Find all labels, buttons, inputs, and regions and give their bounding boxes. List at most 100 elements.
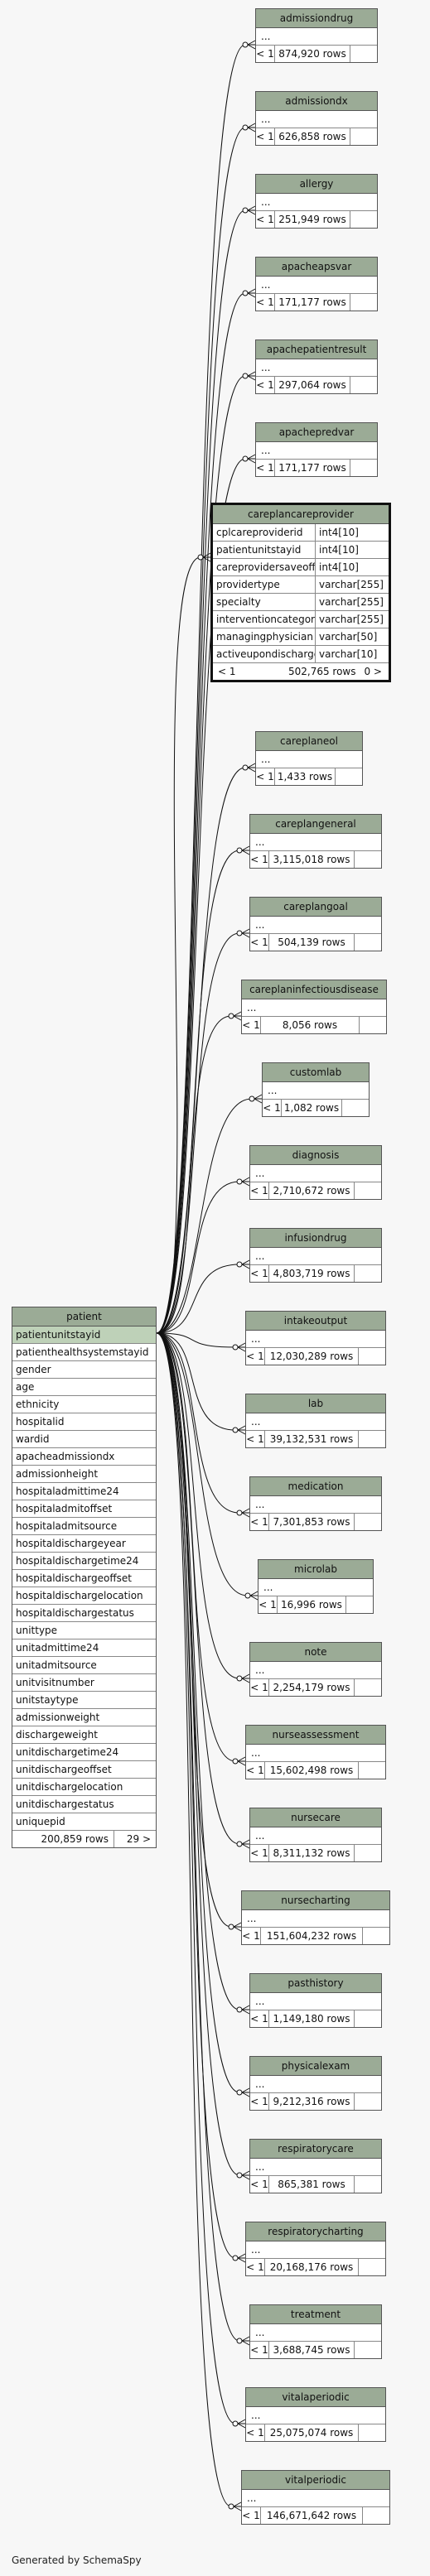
column-hospitaladmittime24[interactable]: hospitaladmittime24 [12, 1483, 156, 1500]
column-name: providertype [213, 576, 316, 593]
column-hospitaldischargeoffset[interactable]: hospitaldischargeoffset [12, 1570, 156, 1587]
relationship-edge [156, 1332, 245, 2424]
column-age[interactable]: age [12, 1379, 156, 1396]
column-admissionweight[interactable]: admissionweight [12, 1709, 156, 1726]
column-unitstaytype[interactable]: unitstaytype [12, 1692, 156, 1709]
table-header: medication [250, 1477, 381, 1496]
relationship-edge [156, 1332, 241, 2507]
crows-foot-marker [241, 928, 250, 938]
column-unitdischargeoffset[interactable]: unitdischargeoffset [12, 1761, 156, 1779]
column-hospitaldischargelocation[interactable]: hospitaldischargelocation [12, 1587, 156, 1605]
optional-marker [249, 1095, 255, 1102]
column-patienthealthsystemstayid[interactable]: patienthealthsystemstayid [12, 1344, 156, 1361]
children-count [350, 377, 377, 393]
row-count: 151,604,232 rows [261, 1928, 363, 1944]
parents-count: < 1 [256, 460, 275, 476]
parents-count: < 1 [250, 1679, 269, 1696]
relationship-edge [156, 1332, 249, 2342]
column-hospitaladmitsource[interactable]: hospitaladmitsource [12, 1518, 156, 1535]
column-row[interactable]: careprovidersaveoffsetint4[10] [213, 559, 389, 576]
optional-marker [232, 2255, 239, 2261]
column-admissionheight[interactable]: admissionheight [12, 1466, 156, 1483]
column-unitdischargetime24[interactable]: unitdischargetime24 [12, 1744, 156, 1761]
column-hospitaladmitoffset[interactable]: hospitaladmitoffset [12, 1500, 156, 1518]
parents-count: < 1 [256, 294, 275, 311]
parents-count: < 1 [250, 934, 269, 951]
optional-marker [236, 1509, 243, 1516]
column-unitadmittime24[interactable]: unitadmittime24 [12, 1639, 156, 1657]
column-unitdischargestatus[interactable]: unitdischargestatus [12, 1796, 156, 1813]
columns-ellipsis: ... [250, 1248, 381, 1265]
row-count: 3,688,745 rows [269, 2342, 355, 2358]
column-hospitaldischargeyear[interactable]: hospitaldischargeyear [12, 1535, 156, 1553]
crows-foot-marker [249, 1591, 258, 1601]
column-gender[interactable]: gender [12, 1361, 156, 1379]
column-dischargeweight[interactable]: dischargeweight [12, 1726, 156, 1744]
optional-marker [232, 1344, 239, 1351]
column-wardid[interactable]: wardid [12, 1431, 156, 1448]
optional-marker [232, 1758, 239, 1765]
parents-count: < 1 [250, 2342, 269, 2358]
column-unittype[interactable]: unittype [12, 1622, 156, 1639]
column-hospitalid[interactable]: hospitalid [12, 1413, 156, 1431]
column-patientunitstayid[interactable]: patientunitstayid [12, 1327, 156, 1344]
column-apacheadmissiondx[interactable]: apacheadmissiondx [12, 1448, 156, 1466]
relationship-edge [156, 209, 255, 1334]
column-uniquepid[interactable]: uniquepid [12, 1813, 156, 1831]
table-header: careplaneol [256, 732, 362, 751]
relationship-edge [156, 1332, 249, 2093]
column-hospitaldischargetime24[interactable]: hospitaldischargetime24 [12, 1553, 156, 1570]
column-ethnicity[interactable]: ethnicity [12, 1396, 156, 1413]
column-unitadmitsource[interactable]: unitadmitsource [12, 1657, 156, 1674]
row-count: 39,132,531 rows [265, 1431, 359, 1447]
row-count: 20,168,176 rows [265, 2259, 359, 2275]
column-unitdischargelocation[interactable]: unitdischargelocation [12, 1779, 156, 1796]
parents-count: < 1 [246, 1348, 265, 1365]
column-unitvisitnumber[interactable]: unitvisitnumber [12, 1674, 156, 1692]
column-hospitaldischargestatus[interactable]: hospitaldischargestatus [12, 1605, 156, 1622]
crows-foot-marker [237, 1756, 246, 1766]
